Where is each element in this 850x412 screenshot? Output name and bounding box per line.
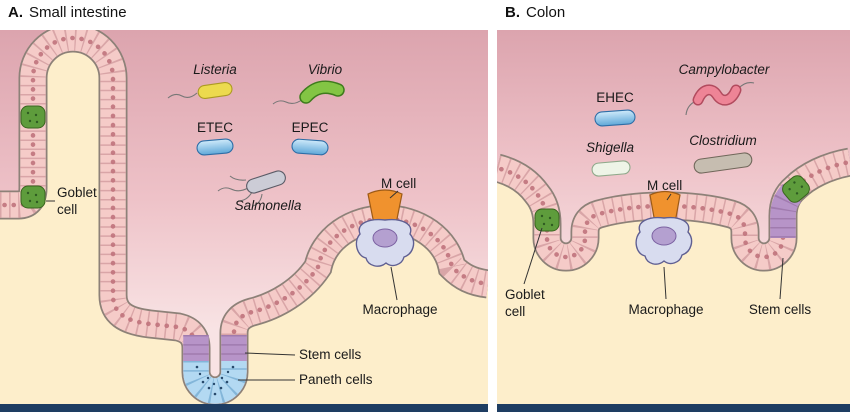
etec-bacterium	[196, 138, 234, 156]
paneth-cells-label: Paneth cells	[299, 372, 373, 387]
epec-bacterium	[291, 138, 329, 156]
colon-diagram	[497, 30, 850, 412]
tissue-background	[0, 38, 488, 404]
macrophage-label: Macrophage	[362, 302, 438, 317]
shigella-label: Shigella	[585, 140, 635, 155]
leader-lines	[523, 193, 784, 300]
salmonella-bacterium	[217, 170, 286, 207]
shigella-bacterium	[591, 160, 631, 177]
m-cell-label: M cell	[381, 176, 417, 191]
leader-lines	[46, 190, 399, 381]
panel-a-title: A. Small intestine	[8, 4, 127, 21]
panel-b-title-text: Colon	[526, 4, 566, 21]
panel-a-letter: A.	[8, 4, 23, 21]
clostridium-bacterium	[693, 152, 753, 174]
etec-label: ETEC	[196, 120, 233, 135]
bottom-border-bar	[0, 404, 488, 412]
stem-cells	[183, 335, 247, 361]
macrophage	[355, 218, 415, 267]
tissue-background	[497, 162, 850, 404]
stem-cells-label: Stem cells	[748, 302, 812, 317]
macrophage-label: Macrophage	[628, 302, 704, 317]
goblet-cell-label: Goblet cell	[505, 287, 545, 319]
epec-label: EPEC	[291, 120, 329, 135]
macrophage-leader-line	[663, 266, 667, 300]
salmonella-label: Salmonella	[234, 198, 302, 213]
ehec-bacterium	[594, 109, 636, 127]
paneth-granules	[195, 365, 235, 396]
clostridium-label: Clostridium	[689, 133, 757, 148]
stem-cells-leader-line	[779, 257, 784, 300]
campylobacter-bacterium	[685, 82, 755, 116]
macrophage	[635, 216, 693, 265]
macrophage-leader-line	[390, 266, 398, 301]
listeria-label: Listeria	[193, 62, 237, 77]
bottom-border-bar	[497, 404, 850, 412]
goblet-cell	[20, 185, 46, 209]
ehec-label: EHEC	[596, 90, 634, 105]
goblet-cell-label: Goblet cell	[57, 185, 97, 217]
paneth-cells	[183, 361, 247, 404]
stem-cells-label: Stem cells	[299, 347, 362, 362]
goblet-cell	[534, 208, 560, 232]
m-cell-leader-line	[666, 193, 672, 201]
panel-b: B. Colon	[497, 0, 850, 412]
listeria-bacterium	[167, 81, 233, 100]
goblet-cell	[782, 175, 810, 203]
m-cell-leader-line	[389, 190, 399, 199]
panel-a-title-text: Small intestine	[29, 4, 127, 21]
panel-a: A. Small intestine	[0, 4, 488, 412]
campylobacter-label: Campylobacter	[678, 62, 770, 77]
m-cell-label: M cell	[647, 178, 683, 193]
small-intestine-diagram	[0, 30, 488, 412]
vibrio-label: Vibrio	[307, 62, 343, 77]
goblet-cell	[20, 105, 46, 129]
panel-b-letter: B.	[505, 4, 520, 21]
goblet-leader-line	[523, 227, 543, 285]
stem-cells-leader-line	[244, 352, 296, 356]
vibrio-bacterium	[272, 80, 345, 105]
panel-b-title: B. Colon	[505, 4, 565, 21]
